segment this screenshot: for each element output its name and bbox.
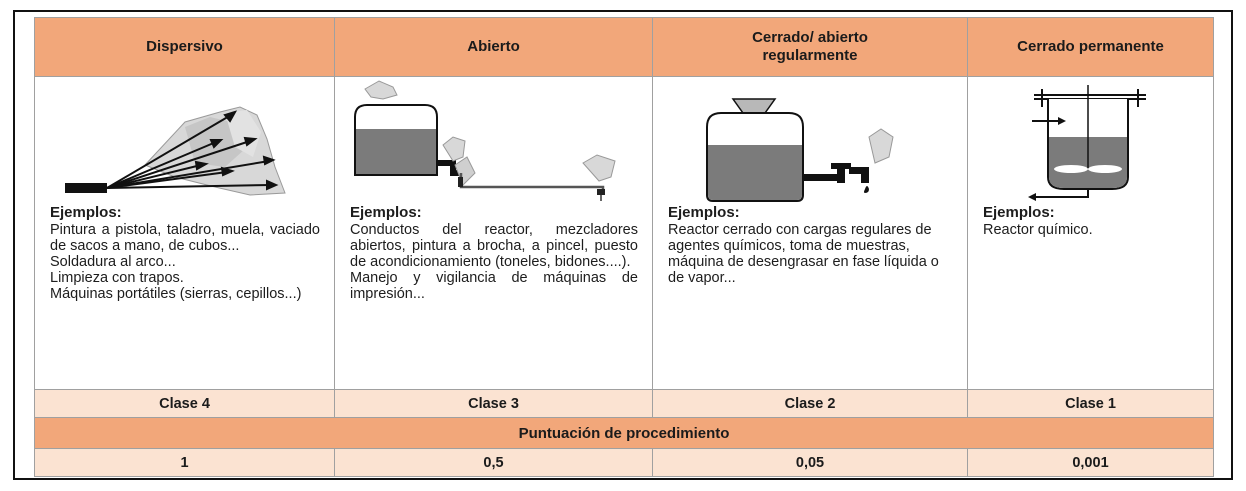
examples-cerrado-abierto: Ejemplos: Reactor cerrado con cargas reg…: [653, 204, 967, 287]
examples-dispersivo: Ejemplos: Pintura a pistola, taladro, mu…: [35, 204, 334, 303]
open-tank-icon: [354, 80, 616, 201]
examples-label: Ejemplos:: [350, 204, 422, 221]
score-0-5: 0,5: [334, 448, 653, 477]
cell-cerrado-permanente: Ejemplos: Reactor químico.: [967, 76, 1214, 390]
cell-dispersivo: Ejemplos: Pintura a pistola, taladro, mu…: [34, 76, 335, 390]
class-4: Clase 4: [34, 389, 335, 418]
header-abierto: Abierto: [334, 17, 653, 77]
cell-cerrado-abierto: Ejemplos: Reactor cerrado con cargas reg…: [652, 76, 968, 390]
examples-cerrado-permanente: Ejemplos: Reactor químico.: [968, 204, 1213, 239]
score-1: 1: [34, 448, 335, 477]
examples-label: Ejemplos:: [50, 204, 122, 221]
cell-abierto: Ejemplos: Conductos del reactor, mezclad…: [334, 76, 653, 390]
illustration-row: Ejemplos: Pintura a pistola, taladro, mu…: [34, 76, 1214, 390]
document-frame: [13, 10, 1233, 480]
score-0-001: 0,001: [967, 448, 1214, 477]
class-1: Clase 1: [967, 389, 1214, 418]
examples-label: Ejemplos:: [983, 204, 1055, 221]
examples-text: Reactor cerrado con cargas regulares de …: [668, 222, 939, 286]
examples-abierto: Ejemplos: Conductos del reactor, mezclad…: [335, 204, 652, 303]
score-0-05: 0,05: [652, 448, 968, 477]
closed-reactor-icon: [1028, 85, 1146, 201]
spray-dispersion-icon: [65, 106, 286, 196]
examples-text: Pintura a pistola, taladro, muela, vacia…: [50, 222, 320, 302]
header-row: Dispersivo Abierto Cerrado/ abierto regu…: [34, 17, 1214, 77]
examples-label: Ejemplos:: [668, 204, 740, 221]
examples-text: Conductos del reactor, mezcladores abier…: [350, 222, 638, 302]
class-row: Clase 4 Clase 3 Clase 2 Clase 1: [34, 389, 1214, 418]
class-2: Clase 2: [652, 389, 968, 418]
score-title-row: Puntuación de procedimiento: [34, 417, 1214, 449]
class-3: Clase 3: [334, 389, 653, 418]
procedure-classification-table: Dispersivo Abierto Cerrado/ abierto regu…: [34, 17, 1214, 477]
examples-text: Reactor químico.: [983, 222, 1093, 238]
header-cerrado-permanente: Cerrado permanente: [967, 17, 1214, 77]
header-cerrado-abierto: Cerrado/ abierto regularmente: [652, 17, 968, 77]
funnel-tank-icon: [706, 98, 894, 202]
score-values-row: 1 0,5 0,05 0,001: [34, 448, 1214, 477]
score-row-label: Puntuación de procedimiento: [34, 417, 1214, 449]
header-dispersivo: Dispersivo: [34, 17, 335, 77]
